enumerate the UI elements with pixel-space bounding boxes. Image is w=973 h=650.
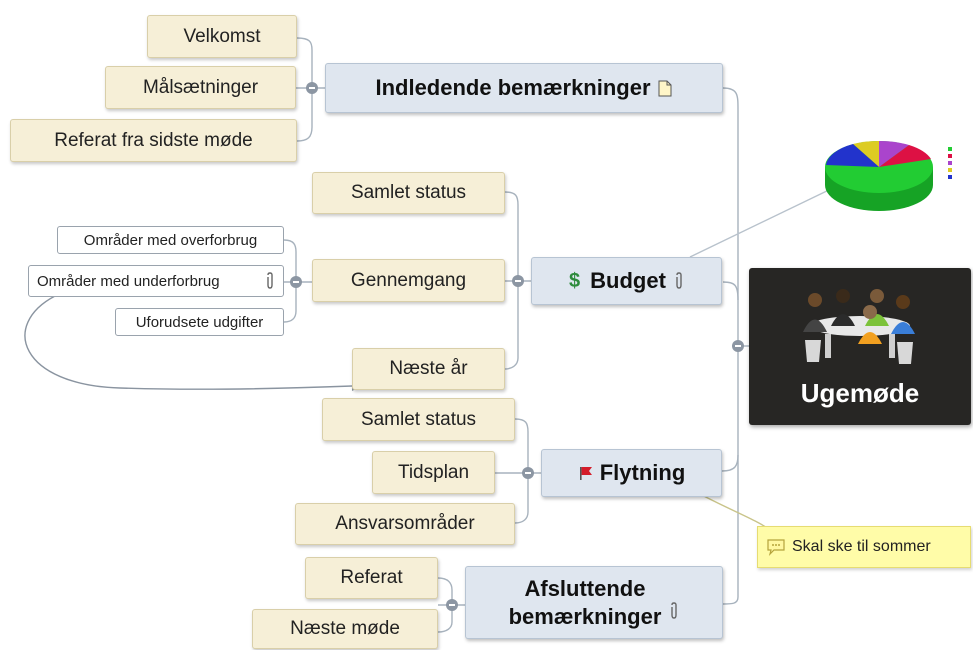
speech-bubble-icon: [767, 539, 785, 556]
collapse-moving-button[interactable]: [522, 467, 534, 479]
meeting-people-image: [803, 289, 915, 364]
collapse-budget-button[interactable]: [512, 275, 524, 287]
closing-child-minutes[interactable]: Referat: [305, 557, 438, 599]
intro-child-welcome[interactable]: Velkomst: [147, 15, 297, 58]
paperclip-icon: [267, 272, 273, 289]
topic-closing-label-line2: bemærkninger: [508, 603, 662, 629]
dollar-icon: $: [569, 269, 581, 292]
topic-moving-label: Flytning: [599, 460, 686, 485]
central-topic[interactable]: Ugemøde: [749, 268, 971, 425]
topic-budget-label: Budget: [590, 268, 666, 293]
moving-child-responsibilities[interactable]: Ansvarsområder: [295, 503, 515, 545]
budget-child-review[interactable]: Gennemgang: [312, 259, 505, 302]
document-icon: [658, 80, 672, 96]
callout-note[interactable]: Skal ske til sommer: [757, 526, 971, 568]
review-child-unforeseen[interactable]: Uforudsete udgifter: [115, 308, 284, 336]
intro-child-goals[interactable]: Målsætninger: [105, 66, 296, 109]
red-flag-icon: [579, 467, 592, 480]
paperclip-icon: [676, 272, 682, 289]
topic-closing[interactable]: Afsluttende bemærkninger: [465, 566, 723, 639]
pie-legend: [948, 145, 970, 180]
callout-text: Skal ske til sommer: [792, 538, 931, 555]
topic-intro[interactable]: Indledende bemærkninger: [325, 63, 723, 113]
topic-budget[interactable]: $ Budget: [531, 257, 722, 305]
moving-child-status[interactable]: Samlet status: [322, 398, 515, 441]
budget-child-next-year[interactable]: Næste år: [352, 348, 505, 390]
review-child-underspend[interactable]: Områder med underforbrug: [28, 265, 284, 297]
closing-child-next-meeting[interactable]: Næste møde: [252, 609, 438, 649]
review-child-overspend[interactable]: Områder med overforbrug: [57, 226, 284, 254]
topic-moving[interactable]: Flytning: [541, 449, 722, 497]
collapse-intro-button[interactable]: [306, 82, 318, 94]
budget-child-status[interactable]: Samlet status: [312, 172, 505, 214]
topic-intro-label: Indledende bemærkninger: [375, 75, 651, 100]
intro-child-last-minutes[interactable]: Referat fra sidste møde: [10, 119, 297, 162]
collapse-closing-button[interactable]: [446, 599, 458, 611]
collapse-review-button[interactable]: [290, 276, 302, 288]
topic-closing-label-line1: Afsluttende: [524, 575, 646, 601]
central-topic-title: Ugemøde: [800, 378, 920, 408]
collapse-central-button[interactable]: [732, 340, 744, 352]
moving-child-schedule[interactable]: Tidsplan: [372, 451, 495, 494]
paperclip-icon: [671, 602, 678, 619]
pie-chart-image[interactable]: [813, 135, 945, 215]
